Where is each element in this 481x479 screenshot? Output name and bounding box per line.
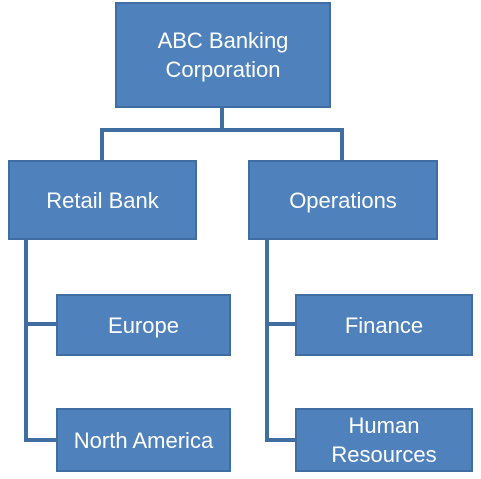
connector-finance-arm bbox=[265, 322, 297, 326]
connector-retail-drop bbox=[100, 128, 104, 160]
node-finance: Finance bbox=[295, 294, 473, 356]
connector-north-america-arm bbox=[24, 438, 58, 442]
node-human-resources: Human Resources bbox=[295, 408, 473, 472]
node-operations-label: Operations bbox=[289, 187, 397, 213]
node-north-america: North America bbox=[56, 408, 231, 472]
node-human-resources-label: Human Resources bbox=[331, 413, 437, 467]
node-finance-label: Finance bbox=[344, 312, 424, 338]
node-retail-bank-label: Retail Bank bbox=[46, 187, 159, 213]
connector-human-resources-arm bbox=[265, 438, 297, 442]
node-root: ABC Banking Corporation bbox=[115, 2, 331, 108]
connector-europe-arm bbox=[24, 322, 58, 326]
connector-root-stem bbox=[220, 108, 224, 130]
connector-operations-drop bbox=[340, 128, 344, 160]
connector-root-bar bbox=[100, 128, 344, 132]
node-europe-label: Europe bbox=[108, 312, 179, 338]
node-north-america-label: North America bbox=[73, 427, 214, 453]
node-retail-bank: Retail Bank bbox=[8, 160, 197, 240]
connector-retail-spine bbox=[24, 240, 28, 442]
node-root-label: ABC Banking Corporation bbox=[157, 28, 289, 82]
connector-operations-spine bbox=[265, 240, 269, 442]
node-europe: Europe bbox=[56, 294, 231, 356]
node-operations: Operations bbox=[248, 160, 438, 240]
